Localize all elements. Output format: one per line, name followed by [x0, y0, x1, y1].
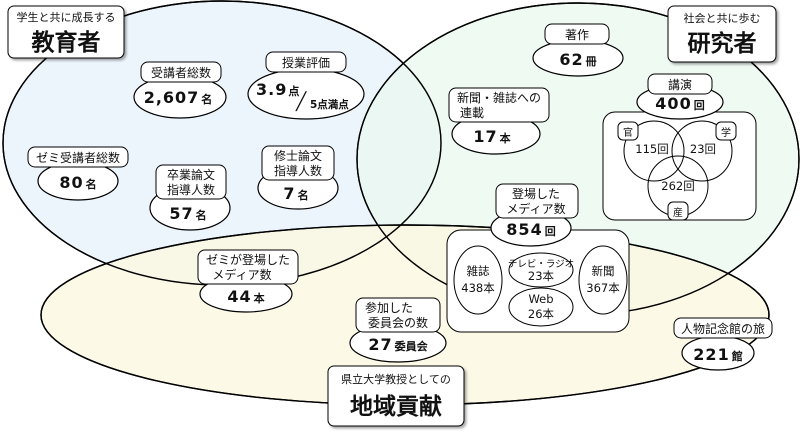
venn-academia-tag: 学: [721, 126, 731, 139]
stat-seminar-label: ゼミ受講者総数: [36, 150, 120, 165]
media-newspaper-value: 367本: [586, 281, 620, 295]
stat-evaluation-slash: ╱: [295, 91, 307, 112]
media-newspaper-name: 新聞: [592, 264, 615, 278]
stat-master-label1: 修士論文: [274, 148, 322, 163]
media-magazine-value: 438本: [461, 281, 495, 295]
heading-research: 社会と共に歩む 研究者: [667, 5, 777, 63]
heading-education: 学生と共に成長する 教育者: [7, 5, 125, 59]
stat-serials-label2: 連載: [460, 106, 484, 120]
media-magazine-name: 雑誌: [467, 264, 490, 278]
media-web-name: Web: [528, 292, 553, 306]
stat-attendees-label: 受講者総数: [151, 65, 211, 80]
heading-education-sub: 学生と共に成長する: [17, 10, 116, 24]
stat-seminar-media-label2: メディア数: [212, 267, 271, 282]
lecture-venn: 官 学 産 115回 23回 262回: [617, 120, 737, 221]
heading-research-main: 研究者: [688, 30, 757, 57]
heading-community: 県立大学教授としての 地域貢献: [327, 365, 465, 427]
media-breakdown: 雑誌 438本 テレビ・ラジオ 23本 新聞 367本 Web 26本: [453, 245, 628, 327]
stat-media-label2: メディア数: [506, 201, 565, 216]
stat-serials-label1: 新聞・雑誌への: [457, 90, 541, 105]
venn-industry-tag: 産: [673, 206, 683, 219]
media-web-value: 26本: [528, 307, 555, 321]
media-tvradio-name: テレビ・ラジオ: [508, 259, 574, 270]
stat-tour-label: 人物記念館の旅: [681, 321, 765, 336]
stat-thesis-label1: 卒業論文: [167, 167, 215, 182]
stat-master-label2: 指導人数: [274, 163, 322, 178]
stat-thesis-label2: 指導人数: [167, 182, 215, 197]
venn-ind-count: 262回: [661, 179, 694, 193]
stat-lectures-label: 講演: [668, 77, 692, 92]
stat-committees-label1: 参加した: [365, 300, 413, 315]
stat-committees-label2: 委員会の数: [368, 315, 428, 330]
stat-seminar-media-label1: ゼミが登場した: [206, 252, 290, 267]
media-tvradio-value: 23本: [528, 269, 555, 283]
stat-evaluation: 授業評価 3.9点 ╱ 5点満点: [247, 51, 365, 120]
stat-evaluation-max: 5点満点: [310, 98, 349, 111]
venn-acad-count: 23回: [690, 142, 716, 156]
stat-books-label: 著作: [565, 28, 589, 42]
heading-research-sub: 社会と共に歩む: [684, 11, 761, 25]
heading-community-main: 地域貢献: [350, 393, 442, 420]
venn-gov-count: 115回: [635, 142, 668, 156]
stat-media-label1: 登場した: [512, 186, 560, 201]
stat-evaluation-label: 授業評価: [282, 55, 330, 70]
heading-community-sub: 県立大学教授としての: [341, 372, 451, 386]
stat-evaluation-value: 3.9点: [256, 80, 299, 99]
heading-education-main: 教育者: [32, 29, 101, 56]
venn-government-tag: 官: [623, 126, 633, 139]
